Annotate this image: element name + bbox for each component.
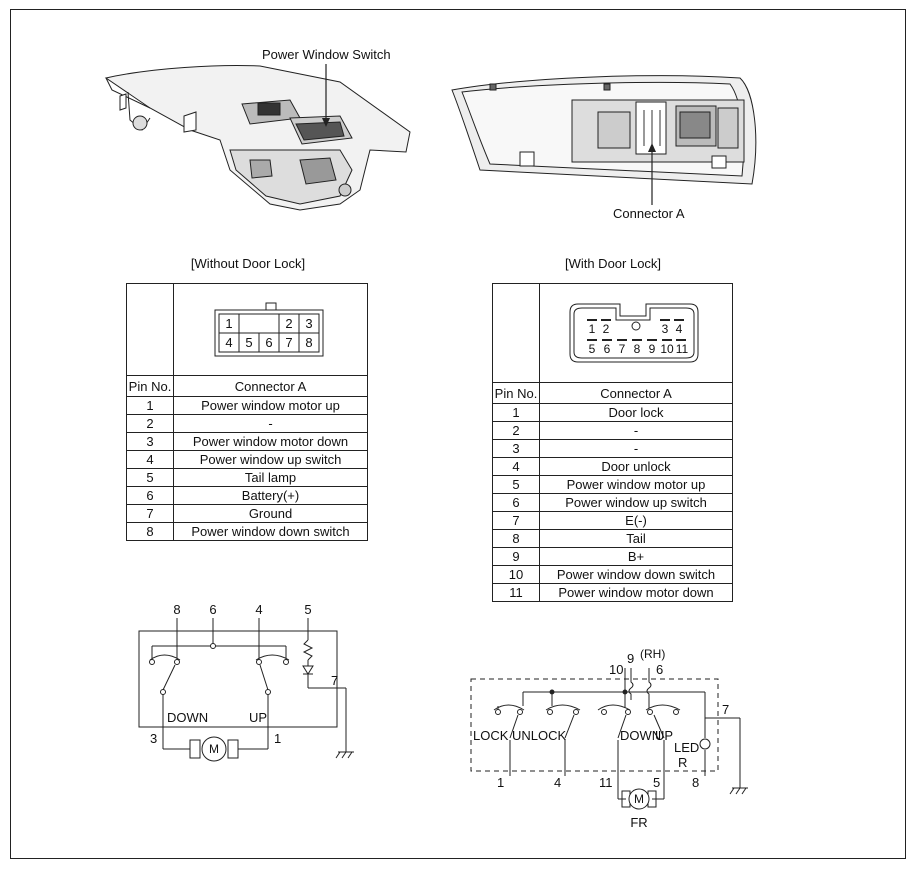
motor-label: M: [209, 742, 219, 756]
circuit-pin-label: 4: [255, 602, 263, 617]
pin-number-cell: 10: [492, 565, 540, 584]
power-window-switch-front-illustration: [104, 65, 411, 211]
circuit-pin-label: 3: [150, 731, 158, 746]
led-label: LED: [674, 740, 700, 755]
unlock-label: UNLOCK: [512, 728, 567, 743]
pin-description-cell: Battery(+): [173, 486, 368, 505]
circuit-pin-label: 5: [304, 602, 312, 617]
header-connector: Connector A: [539, 382, 733, 404]
circuit-pin-label: 7: [331, 673, 339, 688]
motor-icon: [201, 736, 227, 762]
pin-description-cell: Power window down switch: [173, 522, 368, 541]
circuit-pin-label: 10: [609, 662, 624, 677]
circuit-pin-label: 11: [599, 775, 613, 790]
pin-number-cell: 11: [492, 583, 540, 602]
circuit-pin-label: 6: [209, 602, 217, 617]
without-door-lock-title: [Without Door Lock]: [190, 256, 306, 271]
pin-description-cell: Power window up switch: [173, 450, 368, 469]
callout-arrow: [322, 118, 330, 127]
motor-icon: [628, 788, 650, 810]
connector-drawing-cell: [539, 283, 733, 383]
diagram-frame: [10, 9, 906, 859]
power-window-switch-label: Power Window Switch: [262, 47, 391, 62]
circuit-pin-label: 1: [274, 731, 282, 746]
resistor-icon: [302, 639, 314, 661]
rh-label: (RH): [640, 647, 666, 661]
power-window-switch-back-illustration: [451, 75, 757, 185]
callout-arrow: [648, 143, 656, 152]
circuit-pin-label: 8: [692, 775, 700, 790]
up-label: UP: [249, 710, 268, 725]
lock-label: LOCK: [473, 728, 509, 743]
circuit-pin-label: 7: [722, 702, 730, 717]
circuit-pin-label: 8: [173, 602, 181, 617]
motor-label: M: [634, 792, 644, 806]
circuit-right: [470, 668, 748, 810]
header-pin-no: Pin No.: [126, 375, 174, 397]
led-icon: [699, 738, 711, 750]
up-label: UP: [655, 728, 674, 743]
table-row: 2-: [492, 421, 733, 440]
circuit-pin-label: 6: [656, 662, 664, 677]
ground-icon: [335, 751, 354, 759]
circuit-left: [138, 618, 354, 762]
circuit-pin-label: 5: [653, 775, 661, 790]
pin-description-cell: Power window motor up: [539, 475, 733, 494]
table-row: 3-: [492, 439, 733, 458]
down-label: DOWN: [167, 710, 209, 725]
table-header-row: Pin No. Connector A: [492, 382, 733, 404]
pin-description-cell: Power window up switch: [539, 493, 733, 512]
with-door-lock-title: [With Door Lock]: [564, 256, 662, 271]
down-label: DOWN: [620, 728, 662, 743]
r-label: R: [678, 755, 688, 770]
pin-description-cell: Power window down switch: [539, 565, 733, 584]
ground-icon: [729, 787, 748, 795]
header-pin-no: Pin No.: [492, 382, 540, 404]
connector-a-callout-label: Connector A: [613, 206, 685, 221]
pin-description-cell: Power window motor down: [539, 583, 733, 602]
circuit-pin-label: 9: [627, 651, 635, 666]
diode-icon: [302, 665, 314, 675]
circuit-pin-label: 1: [497, 775, 505, 790]
fr-label: FR: [630, 815, 648, 830]
circuit-pin-label: 4: [554, 775, 562, 790]
